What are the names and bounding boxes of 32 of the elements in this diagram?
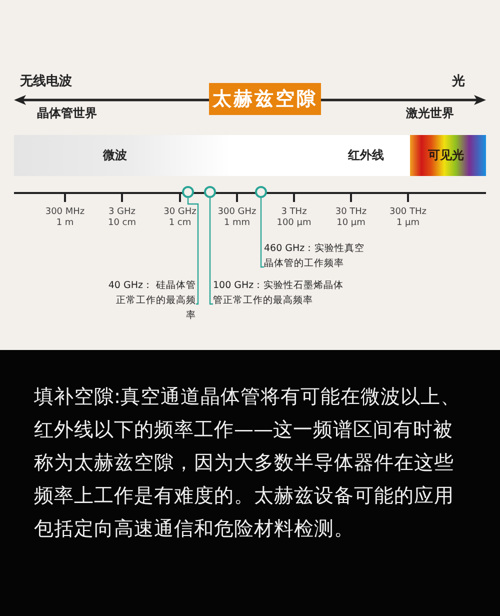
band-label: 红外线 <box>348 148 384 162</box>
wavelength-label: 100 μm <box>276 218 312 229</box>
wavelength-label: 1 cm <box>168 218 192 229</box>
frequency-label: 300 MHz <box>45 207 85 218</box>
callout-text: 40 GHz： 硅晶体管正常工作的最高频率 <box>108 278 196 323</box>
caption: 填补空隙:真空通道晶体管将有可能在微波以上、红外线以下的频率工作——这一频谱区间有时被称为太赫兹空隙，因为大多数半导体器件在这些频率上工作是有难度的。太赫兹设备可能的应用包括定向高速通信和危险材料检测。 <box>34 384 462 542</box>
leader-line <box>260 198 264 268</box>
frequency-label: 300 THz <box>389 207 427 218</box>
wavelength-label: 10 cm <box>108 218 136 229</box>
leader-line <box>209 198 213 305</box>
leader-line <box>187 198 199 305</box>
callout-text: 460 GHz：实验性真空晶体管的工作频率 <box>264 241 374 271</box>
region-label: 光 <box>452 74 465 90</box>
marker-circle <box>182 186 194 198</box>
band-label: 微波 <box>103 148 127 162</box>
callout-text: 100 GHz：实验性石墨烯晶体管正常工作的最高频率 <box>213 278 348 308</box>
region-label: 激光世界 <box>406 106 454 120</box>
marker-circle <box>255 186 267 198</box>
frequency-label: 300 GHz <box>218 207 256 218</box>
wavelength-label: 1 m <box>56 218 74 229</box>
wavelength-label: 1 mm <box>224 218 250 229</box>
gap-label-box: 太赫兹空隙 <box>209 83 321 115</box>
frequency-label: 3 THz <box>281 207 307 218</box>
marker-circle <box>204 186 216 198</box>
wavelength-label: 10 μm <box>336 218 366 229</box>
frequency-label: 30 GHz <box>164 207 196 218</box>
band-label: 可见光 <box>428 148 464 162</box>
wavelength-label: 1 μm <box>396 218 420 229</box>
frequency-label: 30 THz <box>335 207 367 218</box>
region-label: 晶体管世界 <box>37 106 97 120</box>
region-label: 无线电波 <box>20 74 72 90</box>
frequency-label: 3 GHz <box>108 207 136 218</box>
